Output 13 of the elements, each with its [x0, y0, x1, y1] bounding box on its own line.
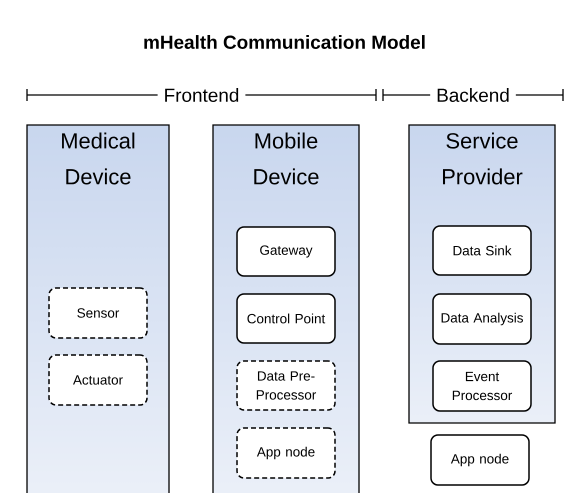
- component-box: App node: [430, 434, 530, 486]
- component-box: Control Point: [236, 293, 336, 344]
- bracket-label: Frontend: [158, 87, 246, 103]
- component-box: Event Processor: [432, 360, 532, 412]
- component-box: Sensor: [48, 287, 148, 339]
- component-box: Actuator: [48, 354, 148, 406]
- title: mHealth Communication Model: [144, 35, 425, 49]
- component-box: App node: [236, 427, 336, 479]
- component-box: Data Analysis: [432, 293, 532, 345]
- component-box: Data Sink: [432, 225, 532, 276]
- component-box: Gateway: [236, 226, 336, 277]
- component-box: Data Pre-Processor: [236, 360, 336, 411]
- bracket-label: Backend: [430, 87, 516, 103]
